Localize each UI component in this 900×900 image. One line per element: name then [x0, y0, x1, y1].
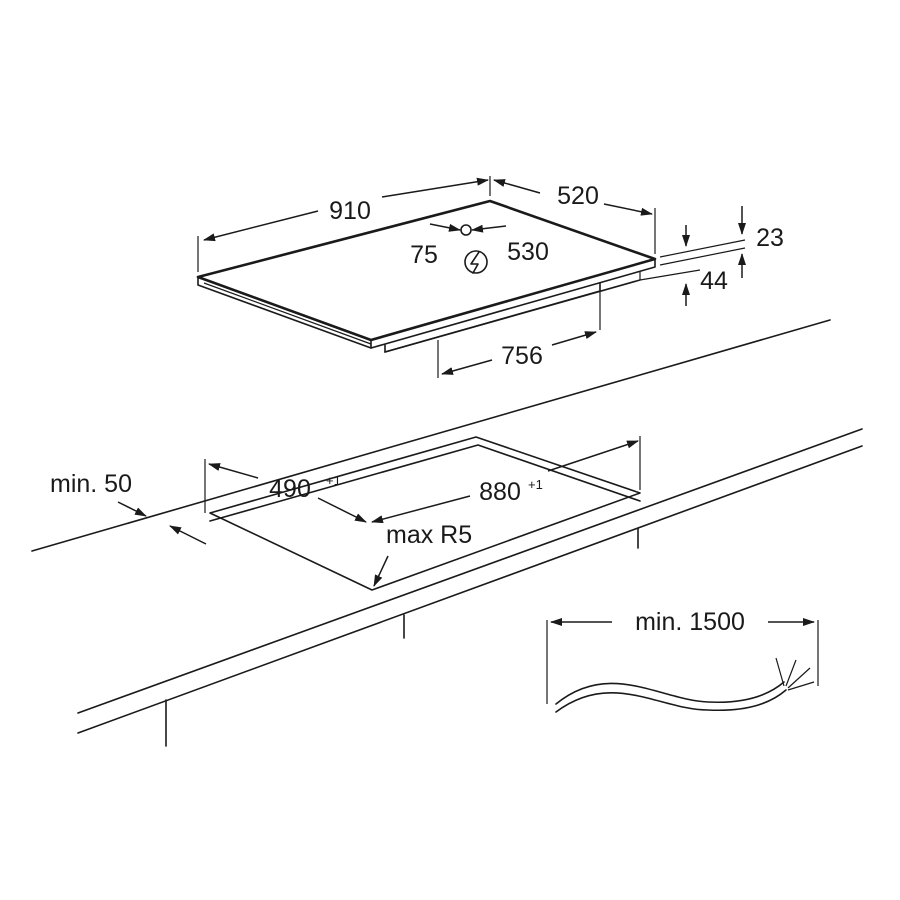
cable-wire-bottom	[555, 689, 787, 713]
label-corner-radius: max R5	[386, 521, 472, 549]
connection-point	[460, 224, 472, 236]
label-cutout-width: 880	[479, 478, 521, 506]
label-cable-length: min. 1500	[635, 608, 745, 636]
cable-drawing	[546, 618, 819, 713]
cutout-inner-wall	[209, 444, 641, 522]
hob-glass-top	[196, 199, 657, 342]
hob-glass-inner-edge	[203, 282, 372, 345]
dim-edge-distance	[117, 501, 207, 545]
label-cutout-depth-tol: +1	[326, 473, 341, 488]
dim-thickness	[639, 206, 746, 306]
cable-wire-top	[555, 681, 785, 705]
corner-radius-leader	[373, 555, 389, 587]
dim-cutout-depth	[208, 463, 367, 523]
dim-cutout-width	[371, 440, 639, 524]
label-box-height: 44	[700, 267, 728, 295]
hob-housing-box	[384, 282, 601, 353]
dim-hob-depth	[493, 179, 656, 254]
lightning-bolt-icon	[464, 250, 488, 274]
worktop-front-top-edge	[77, 428, 863, 714]
cable-end-strands	[775, 657, 815, 691]
hob-housing-bottom	[384, 279, 641, 353]
label-hob-depth: 520	[557, 182, 599, 210]
label-cutout-width-tol: +1	[528, 477, 543, 492]
worktop-front-bottom-edge	[77, 445, 863, 734]
hob-drawing	[196, 199, 657, 353]
label-hob-width: 910	[329, 197, 371, 225]
label-edge-distance: min. 50	[50, 470, 132, 498]
cutout-outline	[209, 436, 641, 591]
dim-box-width	[437, 291, 601, 378]
dim-connection-position	[429, 223, 507, 236]
hob-glass-right-edge	[370, 258, 656, 349]
worktop-back-edge	[31, 319, 831, 552]
cutout-drawing	[204, 436, 641, 591]
worktop-drawing	[31, 319, 863, 747]
label-cutout-depth: 490	[269, 475, 311, 503]
label-conn-depth: 530	[507, 238, 549, 266]
label-glass-thickness: 23	[756, 224, 784, 252]
label-box-width: 756	[501, 342, 543, 370]
dim-hob-width	[197, 176, 491, 272]
label-conn-offset: 75	[410, 241, 438, 269]
